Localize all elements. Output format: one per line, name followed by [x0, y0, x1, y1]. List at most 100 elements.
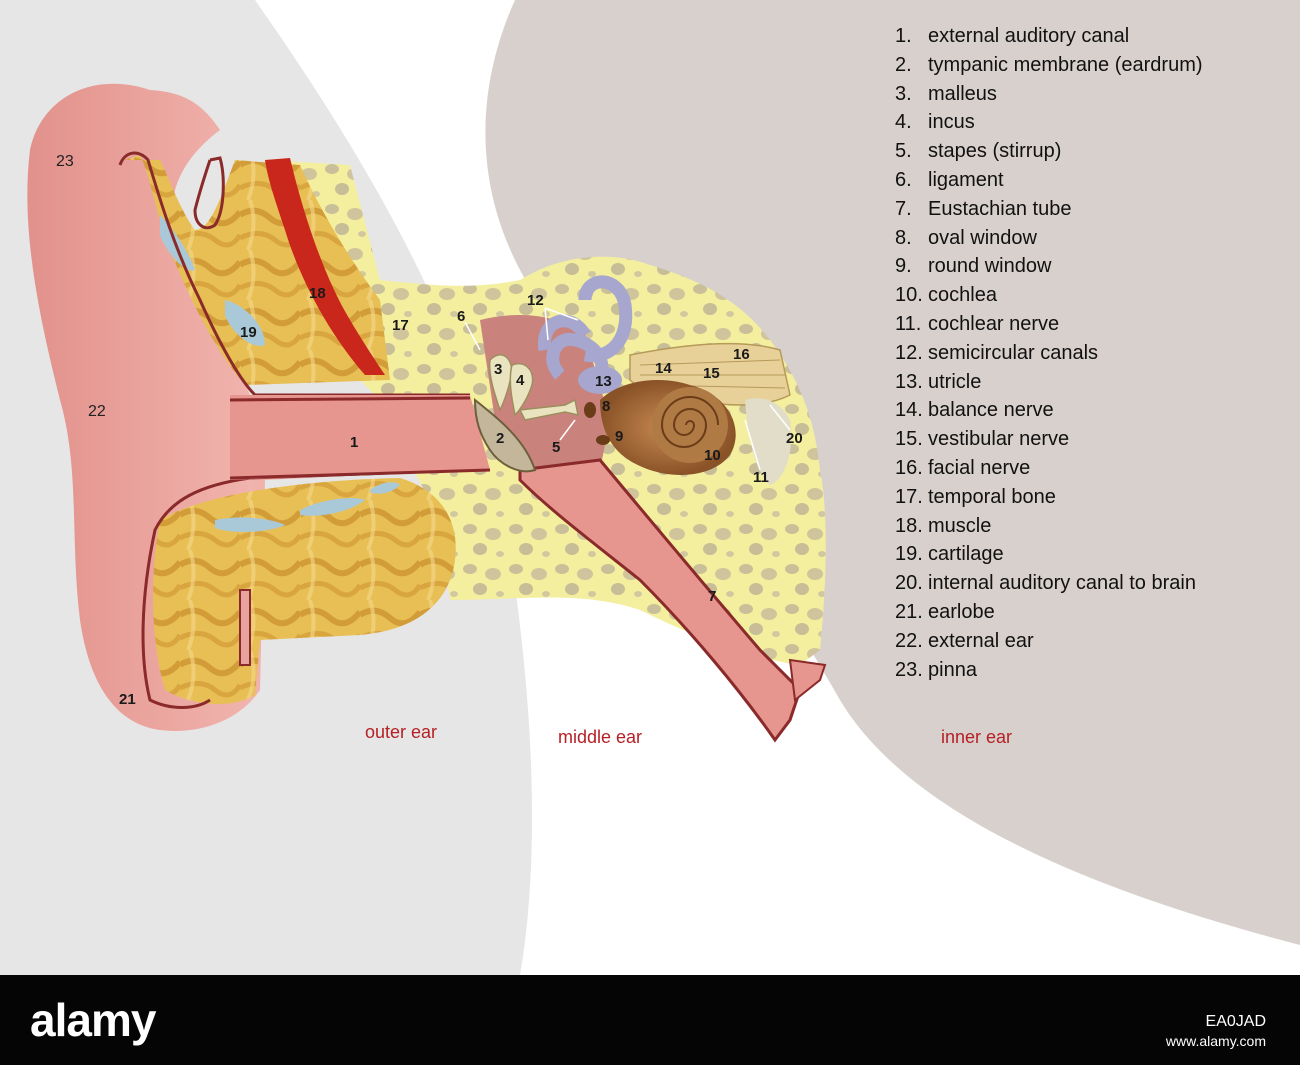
diagram-number-4: 4 [516, 372, 525, 389]
cochlea [584, 380, 736, 475]
diagram-number-20: 20 [786, 430, 803, 447]
diagram-number-14: 14 [655, 360, 672, 377]
legend-number: 18. [895, 514, 923, 537]
tympanic-membrane [473, 397, 537, 473]
diagram-number-13: 13 [595, 373, 612, 390]
diagram-number-17: 17 [392, 317, 409, 334]
legend-label: stapes (stirrup) [928, 140, 1062, 163]
legend-list: 1.external auditory canal 2.tympanic mem… [895, 22, 1203, 684]
legend-item: 23.pinna [895, 656, 1203, 685]
legend-label: ligament [928, 168, 1004, 191]
legend-number: 12. [895, 341, 923, 364]
legend-number: 3. [895, 82, 912, 105]
stapes [518, 398, 579, 421]
legend-label: earlobe [928, 600, 995, 623]
inner-ear-background [485, 0, 1300, 945]
external-auditory-canal [230, 395, 490, 480]
lobe-notch-outline [239, 589, 251, 666]
legend-label: cochlea [928, 284, 997, 307]
legend-label: round window [928, 255, 1052, 278]
diagram-number-9: 9 [615, 428, 623, 445]
legend-label: temporal bone [928, 485, 1056, 508]
legend-number: 16. [895, 456, 923, 479]
legend-number: 17. [895, 485, 923, 508]
diagram-number-12: 12 [527, 292, 544, 309]
legend-item: 22.external ear [895, 627, 1203, 656]
footer-bar: alamy EA0JAD www.alamy.com [0, 975, 1300, 1065]
diagram-number-16: 16 [733, 346, 750, 363]
legend-number: 23. [895, 658, 923, 681]
legend-item: 13.utricle [895, 368, 1203, 397]
diagram-number-18: 18 [309, 285, 326, 302]
diagram-number-3: 3 [494, 361, 502, 378]
cartilage-fluid-2 [225, 300, 265, 346]
diagram-number-5: 5 [552, 439, 560, 456]
legend-label: oval window [928, 226, 1037, 249]
legend-number: 21. [895, 600, 923, 623]
lobe-inner-outline [141, 468, 471, 709]
cartilage-fluid-4 [300, 498, 365, 516]
legend-label: cochlear nerve [928, 312, 1060, 335]
legend-number: 22. [895, 629, 923, 652]
legend-number: 1. [895, 25, 912, 47]
diagram-number-10: 10 [704, 447, 721, 464]
legend-number: 10. [895, 284, 923, 307]
legend-item: 1.external auditory canal [895, 22, 1203, 51]
legend-label: balance nerve [928, 399, 1054, 422]
diagram-number-21: 21 [119, 691, 136, 708]
legend-item: 19.cartilage [895, 540, 1203, 569]
pinna-inner-outline [118, 151, 470, 397]
diagram-number-7: 7 [708, 588, 716, 605]
diagram-number-19: 19 [240, 324, 257, 341]
legend-item: 9.round window [895, 252, 1203, 281]
legend-number: 4. [895, 111, 912, 134]
upper-cartilage [125, 155, 390, 385]
legend-number: 5. [895, 140, 912, 163]
leader-lines [464, 307, 791, 471]
diagram-number-22: 22 [88, 403, 106, 420]
legend-number: 6. [895, 168, 912, 191]
cartilage-fluid-3 [215, 517, 285, 532]
legend-number: 20. [895, 572, 923, 595]
outer-ear-label: outer ear [365, 722, 437, 742]
diagram-number-11: 11 [753, 469, 769, 486]
legend-label: utricle [928, 370, 982, 393]
legend-label: internal auditory canal to brain [928, 572, 1196, 595]
legend-label: tympanic membrane (eardrum) [928, 53, 1203, 76]
lower-cartilage [153, 478, 456, 705]
legend-item: 5. stapes (stirrup) [895, 137, 1203, 166]
legend-label: semicircular canals [928, 341, 1099, 364]
round-window [596, 435, 610, 445]
legend-item: 16.facial nerve [895, 454, 1203, 483]
legend-item: 8.oval window [895, 224, 1203, 253]
diagram-number-1: 1 [350, 434, 358, 451]
legend-item: 7.Eustachian tube [895, 195, 1203, 224]
legend-label: external ear [928, 629, 1034, 652]
legend-item: 21.earlobe [895, 598, 1203, 627]
legend-item: 4. incus [895, 108, 1203, 137]
legend-label: incus [928, 111, 975, 134]
middle-ear-label: middle ear [558, 727, 642, 747]
pinna-fold-outline [193, 156, 225, 230]
cartilage-fluid-5 [370, 482, 400, 494]
legend-label: pinna [928, 658, 977, 681]
legend-label: facial nerve [928, 456, 1031, 479]
eustachian-tube [518, 458, 802, 743]
legend-label: Eustachian tube [928, 197, 1072, 220]
diagram-number-6: 6 [457, 308, 465, 325]
diagram-numbers: 1 2 3 4 5 6 7 8 9 10 11 12 13 14 15 16 1… [56, 153, 803, 708]
legend-item: 3. malleus [895, 80, 1203, 109]
image-id: EA0JAD [1205, 1013, 1266, 1030]
legend-item: 18.muscle [895, 512, 1203, 541]
legend-label: malleus [928, 82, 997, 105]
legend-item: 11.cochlear nerve [895, 310, 1203, 339]
legend-item: 12.semicircular canals [895, 339, 1203, 368]
legend-number: 15. [895, 428, 923, 451]
internal-auditory-canal [745, 398, 792, 485]
legend-item: 17.temporal bone [895, 483, 1203, 512]
malleus [488, 354, 513, 412]
inner-ear-label: inner ear [941, 727, 1012, 747]
legend-item: 20.internal auditory canal to brain [895, 569, 1203, 598]
legend-item: 10.cochlea [895, 281, 1203, 310]
